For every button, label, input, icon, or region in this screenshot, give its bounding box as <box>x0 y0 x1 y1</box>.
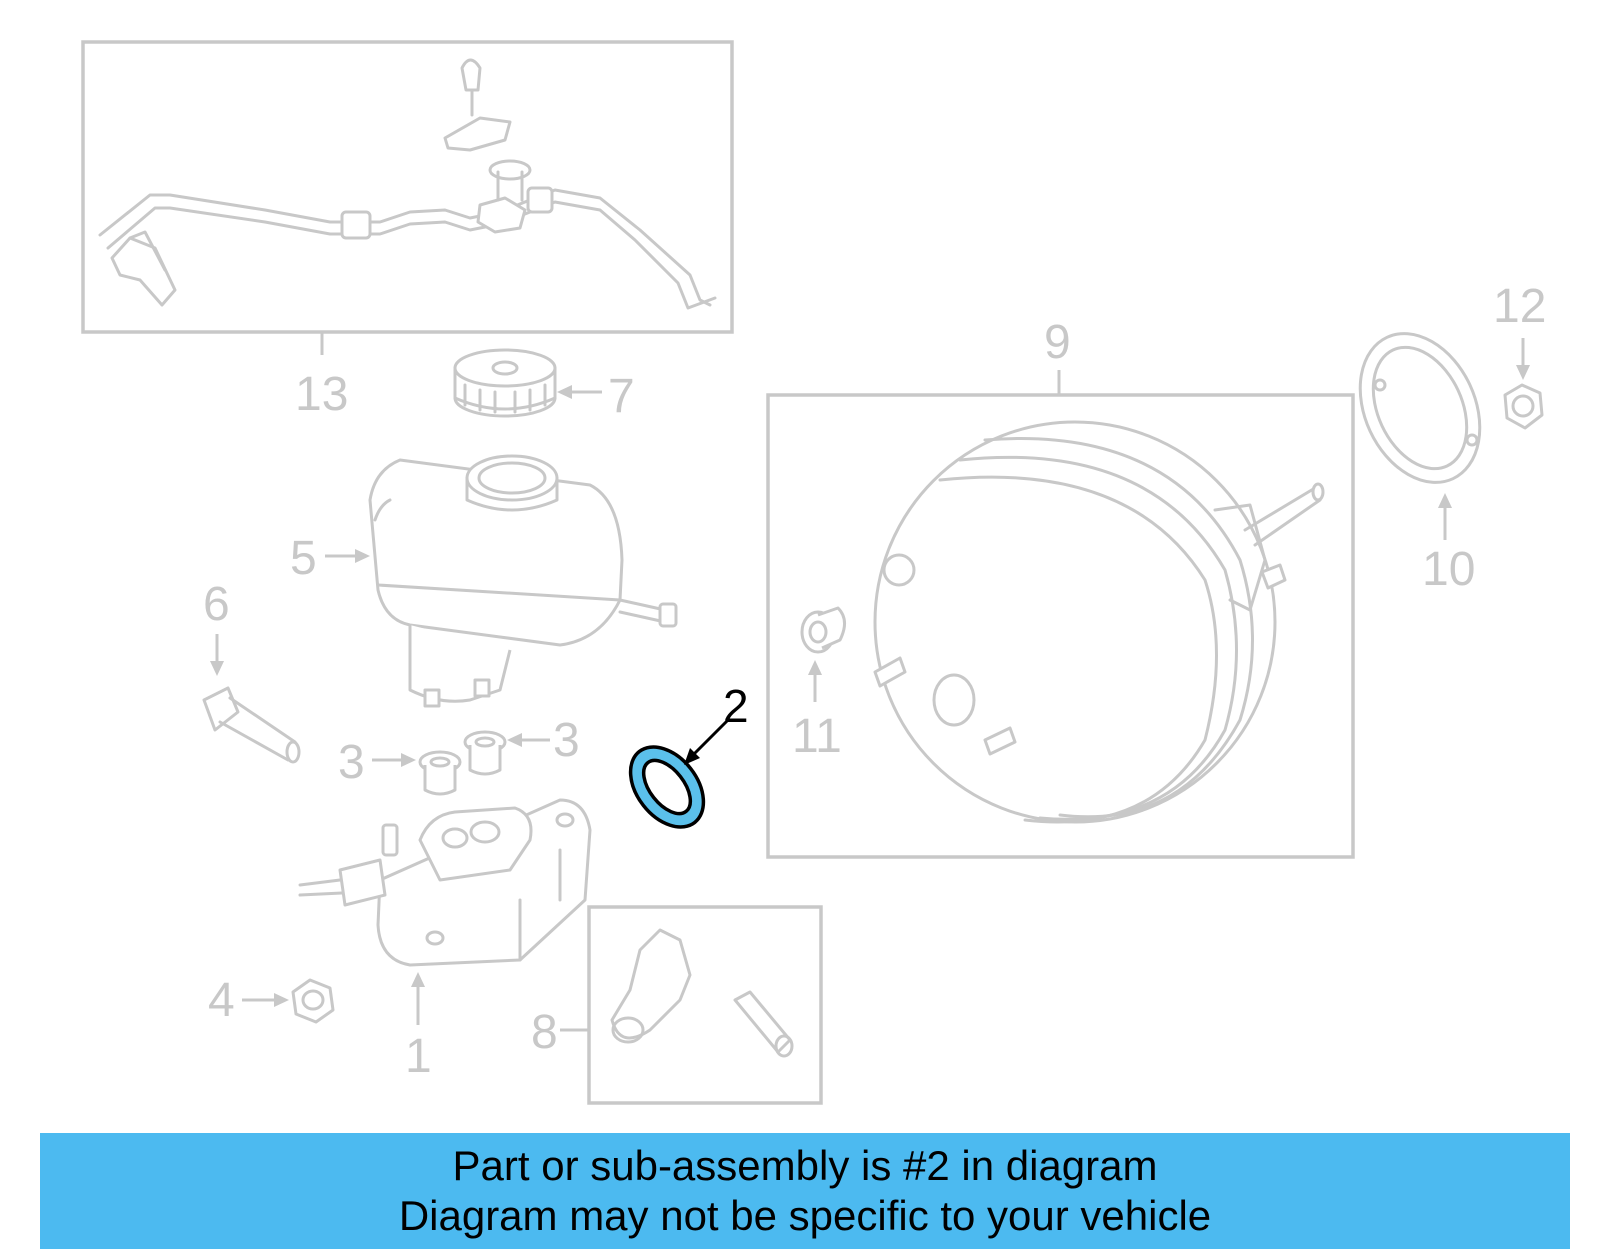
part-10-gasket[interactable] <box>1337 314 1503 502</box>
callout-3-left: 3 <box>338 736 365 789</box>
banner-line-2: Diagram may not be specific to your vehi… <box>398 1192 1212 1239</box>
callout-11: 11 <box>792 710 842 763</box>
callout-8: 8 <box>531 1006 558 1059</box>
callout-1: 1 <box>405 1030 432 1083</box>
part-12-nut[interactable] <box>1503 383 1544 430</box>
callout-6: 6 <box>203 578 230 631</box>
callout-7: 7 <box>608 370 635 423</box>
part-5-reservoir[interactable] <box>368 454 678 708</box>
part-4-nut[interactable] <box>291 978 335 1024</box>
part-8-sensor[interactable] <box>560 905 823 1105</box>
callout-arrows <box>210 338 1530 1025</box>
callout-9: 9 <box>1044 316 1071 369</box>
part-11-grommet[interactable] <box>800 606 846 654</box>
part-2-seal-highlighted[interactable] <box>616 733 719 841</box>
callout-4: 4 <box>208 974 235 1027</box>
part-13-vacuum-hose[interactable] <box>81 40 734 355</box>
callout-labels: 13 7 5 6 3 3 4 1 8 9 11 10 12 2 <box>203 280 1546 1083</box>
part-3-grommets[interactable] <box>418 730 507 796</box>
part-6-bolt[interactable] <box>202 686 301 764</box>
part-1-master-cylinder[interactable] <box>298 798 592 967</box>
part-7-reservoir-cap[interactable] <box>453 348 557 418</box>
callout-10: 10 <box>1422 543 1475 596</box>
callout-12: 12 <box>1493 280 1546 333</box>
callout-3-right: 3 <box>553 714 580 767</box>
callout-5: 5 <box>290 532 317 585</box>
part-9-brake-booster[interactable] <box>766 370 1355 859</box>
info-banner: Part or sub-assembly is #2 in diagram Di… <box>40 1133 1570 1249</box>
callout-13: 13 <box>295 368 348 421</box>
banner-line-1: Part or sub-assembly is #2 in diagram <box>452 1142 1158 1189</box>
callout-2: 2 <box>723 680 749 732</box>
